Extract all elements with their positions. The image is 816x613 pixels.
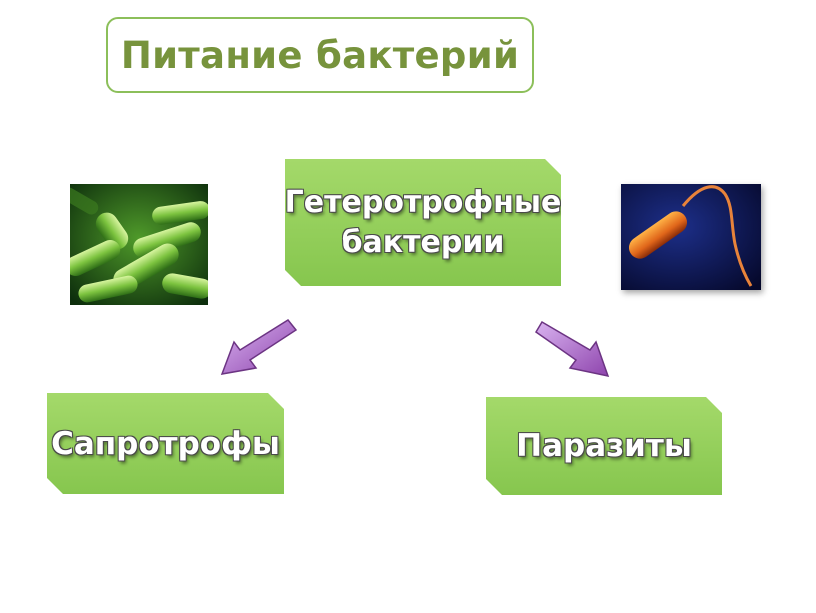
node-right-label: Паразиты (516, 428, 692, 464)
green-bacteria-illustration (70, 184, 208, 305)
green-rod-bacteria-photo (70, 184, 208, 305)
node-main-line1: Гетеротрофные (284, 184, 562, 220)
arrow-to-parasites (534, 320, 610, 378)
title-box: Питание бактерий (106, 17, 534, 93)
orange-flagellated-bacterium-photo (621, 184, 761, 290)
node-left-label: Сапротрофы (51, 425, 280, 462)
orange-bacterium-illustration (621, 184, 761, 290)
diagram-title: Питание бактерий (120, 33, 520, 77)
arrow-to-saprotrophs (220, 319, 298, 375)
node-saprotrophs: Сапротрофы (47, 393, 284, 494)
node-parasites: Паразиты (486, 397, 722, 495)
node-heterotrophic-bacteria: Гетеротрофные бактерии (285, 159, 561, 286)
node-main-line2: бактерии (341, 224, 505, 260)
